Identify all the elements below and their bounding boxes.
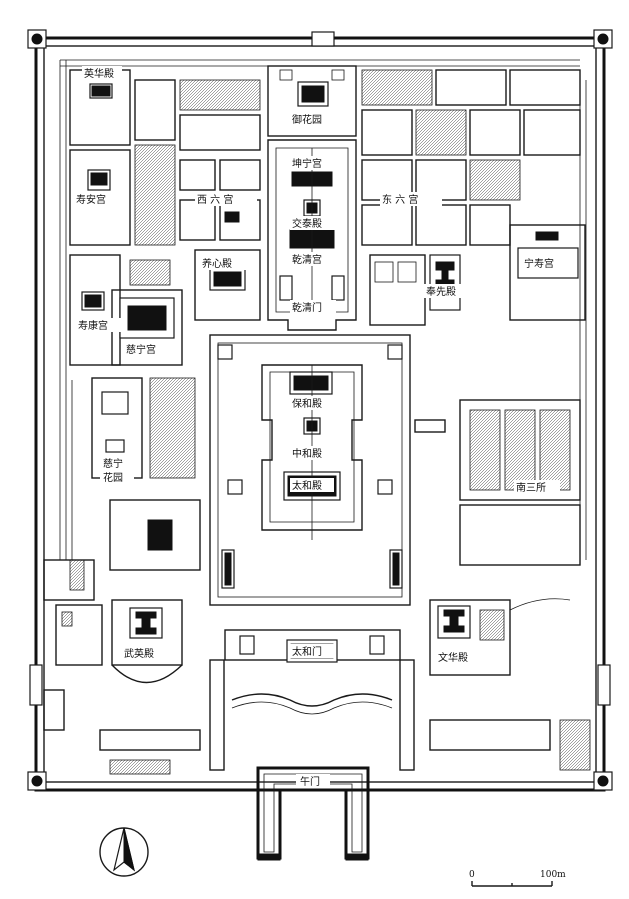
label-shoukang-gong: 寿康宫 <box>78 319 108 332</box>
east-gate <box>597 664 611 706</box>
corner-tower-sw <box>27 771 47 791</box>
golden-water-river <box>231 693 393 707</box>
label-xiliu-gong: 西 六 宫 <box>197 193 233 206</box>
east-north-blocks <box>361 69 581 246</box>
inner-court <box>267 139 357 331</box>
label-taihe-men: 太和门 <box>292 645 322 658</box>
corner-tower-nw <box>27 29 47 49</box>
label-cining-huayuan-1: 慈宁 <box>103 457 123 470</box>
label-jiaotai-dian: 交泰殿 <box>292 217 322 230</box>
label-shouan-gong: 寿安宫 <box>76 193 106 206</box>
label-yinghua-dian: 英华殿 <box>84 67 114 80</box>
nansansuo <box>414 399 581 566</box>
label-nansan-suo: 南三所 <box>516 481 546 494</box>
north-arrow-icon <box>99 827 149 877</box>
label-wuying-dian: 武英殿 <box>124 647 154 660</box>
imperial-garden <box>267 65 357 137</box>
meridian-gate <box>256 766 370 861</box>
label-dongliu-gong: 东 六 宫 <box>382 193 418 206</box>
west-gate <box>29 664 43 706</box>
corner-tower-ne <box>593 29 613 49</box>
west-north-blocks <box>69 69 261 246</box>
label-fengxian-dian: 奉先殿 <box>426 285 456 298</box>
corner-tower-se <box>593 771 613 791</box>
outer-court <box>209 334 411 606</box>
label-wenhua-dian: 文华殿 <box>438 651 468 664</box>
cining-garden <box>71 377 196 561</box>
label-qianqing-men: 乾清门 <box>292 301 322 314</box>
scale-bar: 0 100m <box>469 870 566 887</box>
north-gate <box>311 31 335 47</box>
label-cining-gong: 慈宁宫 <box>126 343 156 356</box>
label-taihe-dian: 太和殿 <box>292 479 322 492</box>
ningshou-complex <box>369 224 586 326</box>
west-lower-blocks <box>43 499 201 601</box>
south-east-details <box>429 719 591 771</box>
wenhua-complex <box>429 598 571 676</box>
label-yangxin-dian: 养心殿 <box>202 257 232 270</box>
label-qianqing-gong: 乾清宫 <box>292 253 322 266</box>
label-kunning-gong: 坤宁宫 <box>292 157 322 170</box>
label-yuhua-yuan: 御花园 <box>292 113 322 126</box>
wuying-complex <box>55 599 183 684</box>
shoukang-cining <box>69 254 183 366</box>
label-zhonghe-dian: 中和殿 <box>292 447 322 460</box>
scale-end-label: 100m <box>540 870 566 880</box>
scale-start-label: 0 <box>469 870 475 880</box>
label-cining-huayuan-2: 花园 <box>103 471 123 484</box>
label-ningshou-gong: 宁寿宫 <box>524 257 554 270</box>
label-wu-men: 午门 <box>300 775 320 788</box>
map-labels: 英华殿 御花园 寿安宫 坤宁宫 交泰殿 西 六 宫 东 六 宫 乾清宫 养心殿 … <box>74 66 568 788</box>
label-baohe-dian: 保和殿 <box>292 397 322 410</box>
south-west-details <box>43 689 201 775</box>
yangxin-complex <box>194 249 261 321</box>
